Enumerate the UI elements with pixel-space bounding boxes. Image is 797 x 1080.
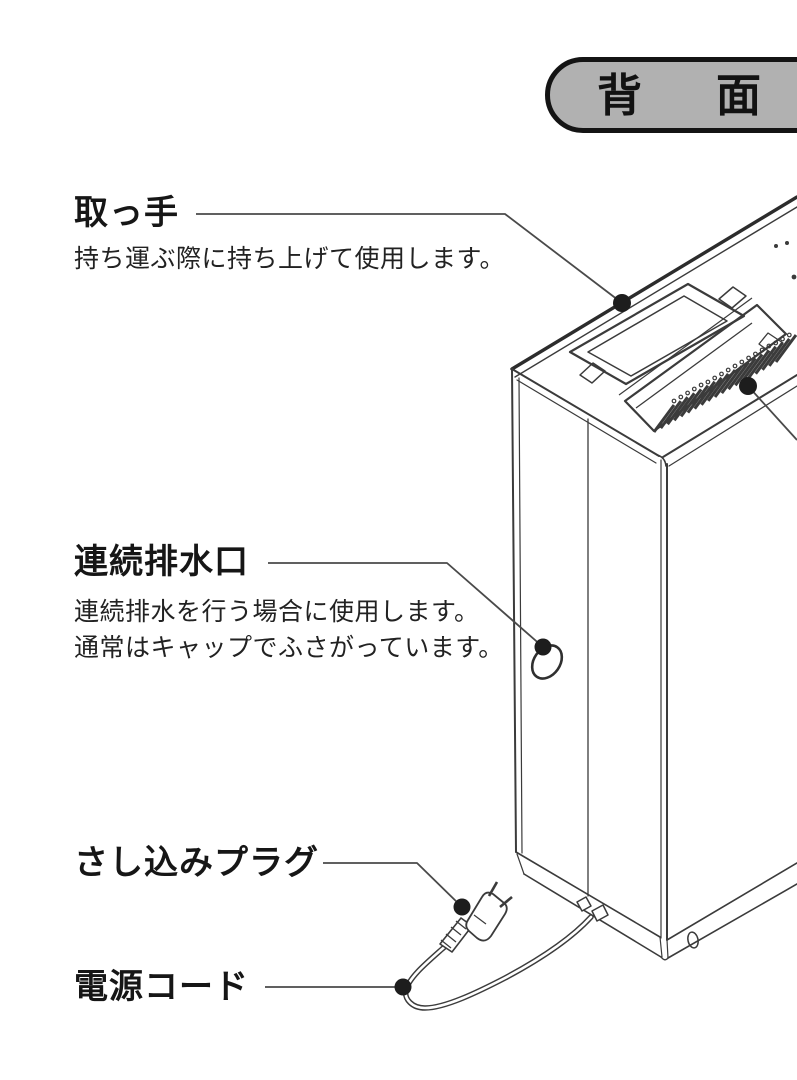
callout-dot-cord bbox=[394, 978, 412, 996]
callout-dot-drain bbox=[534, 638, 552, 656]
cord-clips bbox=[576, 896, 609, 922]
callout-description-drain-port-line2: 通常はキャップでふさがっています。 bbox=[74, 634, 504, 662]
leader-line-drain bbox=[268, 562, 544, 648]
callout-title-drain-port: 連続排水口 bbox=[74, 543, 249, 581]
callout-title-plug: さし込みプラグ bbox=[74, 844, 319, 882]
badge-char-left: 背 bbox=[597, 69, 643, 121]
drain-cap bbox=[530, 644, 564, 680]
callout-dot-handle bbox=[613, 294, 631, 312]
back-view-badge: 背 面 bbox=[545, 57, 797, 133]
leader-line-handle bbox=[196, 213, 623, 304]
cabinet-outline bbox=[510, 195, 797, 961]
power-cord bbox=[402, 914, 594, 1011]
leader-line-vent bbox=[747, 385, 797, 441]
callout-dot-plug bbox=[453, 898, 471, 916]
badge-char-right: 面 bbox=[716, 69, 762, 121]
vent-louvers bbox=[618, 297, 797, 433]
power-plug bbox=[439, 881, 513, 953]
callout-title-handle: 取っ手 bbox=[74, 194, 179, 232]
handle-recess bbox=[568, 282, 747, 386]
callout-description-handle: 持ち運ぶ際に持ち上げて使用します。 bbox=[74, 245, 506, 273]
callout-description-drain-port-line1: 連続排水を行う場合に使用します。 bbox=[74, 598, 480, 626]
leader-line-plug bbox=[323, 862, 463, 908]
callout-title-power-cord: 電源コード bbox=[74, 968, 249, 1006]
callout-dot-vent bbox=[739, 377, 757, 395]
